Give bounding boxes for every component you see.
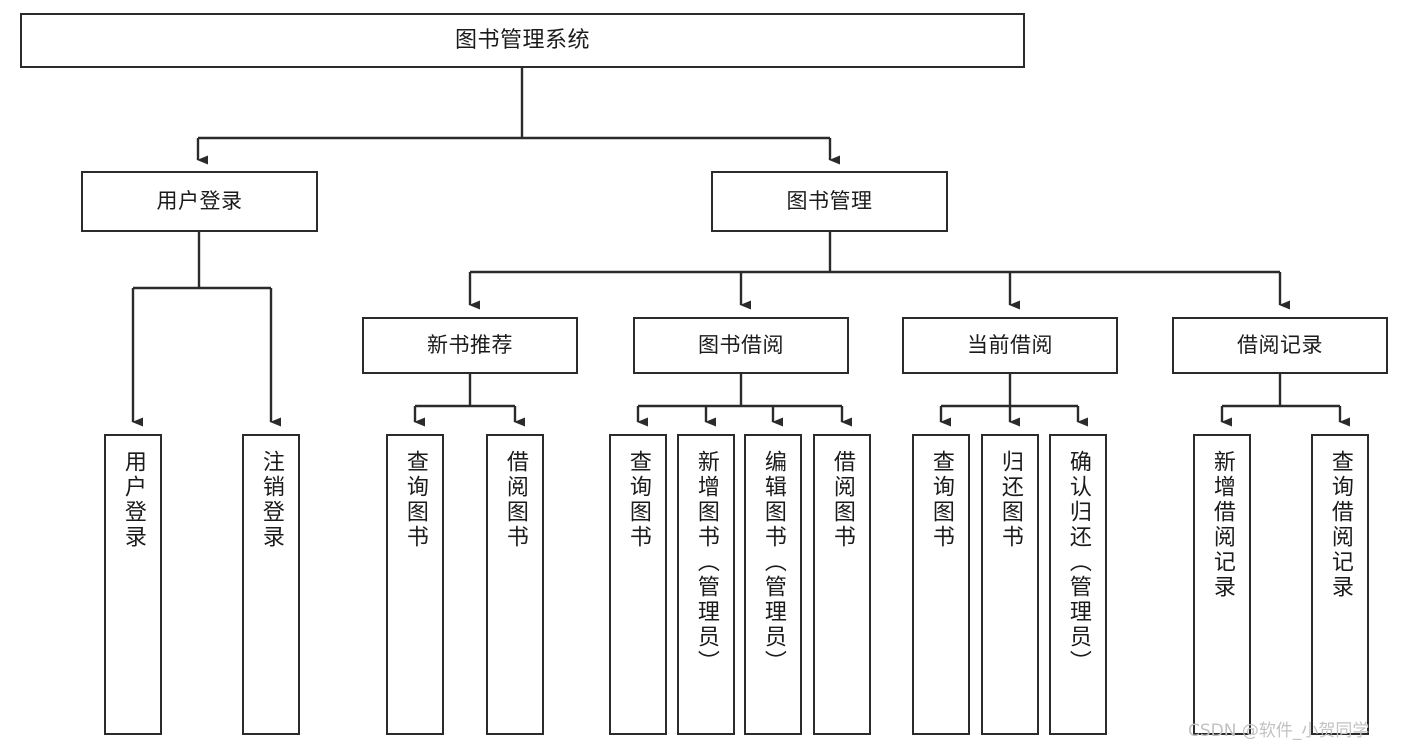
node-label: 查询图书 (402, 450, 428, 550)
node-leaf-borrow-book[interactable]: 借阅图书 (813, 434, 871, 735)
node-label: 新书推荐 (427, 333, 513, 358)
node-current-borrow[interactable]: 当前借阅 (902, 317, 1118, 374)
node-leaf-query-book-recommend[interactable]: 查询图书 (386, 434, 444, 735)
node-new-book-recommend[interactable]: 新书推荐 (362, 317, 578, 374)
node-leaf-borrow-book-recommend[interactable]: 借阅图书 (486, 434, 544, 735)
csdn-watermark: CSDN @软件_小贺同学 (1188, 721, 1370, 741)
node-label: 用户登录 (156, 189, 243, 214)
node-label: 新增借阅记录 (1209, 450, 1235, 600)
node-book-borrow[interactable]: 图书借阅 (633, 317, 849, 374)
node-label: 借阅记录 (1237, 333, 1323, 358)
node-label: 注销登录 (258, 450, 284, 550)
node-label: 借阅图书 (829, 450, 855, 550)
node-leaf-confirm-return-admin[interactable]: 确认归还（管理员） (1049, 434, 1107, 735)
node-leaf-edit-book-admin[interactable]: 编辑图书（管理员） (744, 434, 802, 735)
node-leaf-query-book-current[interactable]: 查询图书 (912, 434, 970, 735)
node-label: 查询图书 (928, 450, 954, 550)
node-leaf-add-book-admin[interactable]: 新增图书（管理员） (677, 434, 735, 735)
node-leaf-logout[interactable]: 注销登录 (242, 434, 300, 735)
node-root-book-management-system[interactable]: 图书管理系统 (20, 13, 1025, 68)
node-label: 借阅图书 (502, 450, 528, 550)
node-leaf-query-borrow-record[interactable]: 查询借阅记录 (1311, 434, 1369, 735)
node-leaf-return-book[interactable]: 归还图书 (981, 434, 1039, 735)
node-label: 图书借阅 (698, 333, 784, 358)
node-leaf-user-login[interactable]: 用户登录 (104, 434, 162, 735)
node-label: 查询图书 (625, 450, 651, 550)
node-label: 图书管理 (786, 189, 873, 214)
node-leaf-add-borrow-record[interactable]: 新增借阅记录 (1193, 434, 1251, 735)
node-label: 查询借阅记录 (1327, 450, 1353, 600)
node-user-login[interactable]: 用户登录 (81, 171, 318, 232)
node-label: 用户登录 (120, 450, 146, 550)
node-book-management[interactable]: 图书管理 (711, 171, 948, 232)
node-borrow-record[interactable]: 借阅记录 (1172, 317, 1388, 374)
node-label: 当前借阅 (967, 333, 1053, 358)
node-label: 图书管理系统 (454, 27, 590, 53)
node-leaf-query-book-borrow[interactable]: 查询图书 (609, 434, 667, 735)
node-label: 编辑图书（管理员） (760, 450, 786, 675)
node-label: 确认归还（管理员） (1065, 450, 1091, 675)
node-label: 新增图书（管理员） (693, 450, 719, 675)
node-label: 归还图书 (997, 450, 1023, 550)
